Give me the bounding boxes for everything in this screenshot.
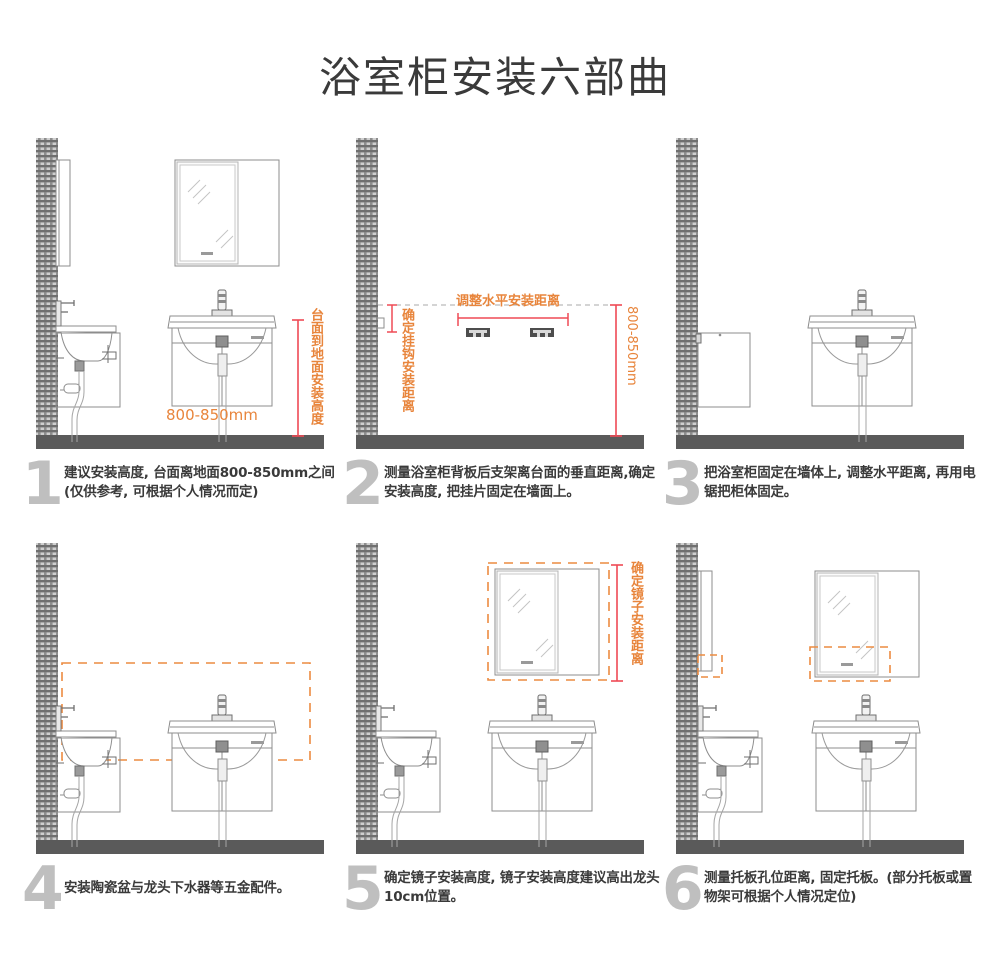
step-panel-4: 4 安装陶瓷盆与龙头下水器等五金配件。 xyxy=(20,535,340,935)
dimension-label-top: 调整水平安装距离 xyxy=(456,294,561,309)
highlight-box-mirror xyxy=(487,562,610,681)
dimension-label-vertical: 台面到地面安装高度 xyxy=(308,308,323,425)
step-panel-1: 台面到地面安装高度 800-850mm 1 建议安装高度, 台面离地面800-8… xyxy=(20,130,340,530)
wall xyxy=(356,543,378,843)
basin-cabinet-front-view xyxy=(167,289,277,442)
step-description: 测量托板孔位距离, 固定托板。(部分托板或置物架可根据个人情况定位) xyxy=(704,870,973,905)
dimension-label-right: 800-850mm xyxy=(624,306,639,386)
highlight-box-shelf-side xyxy=(697,654,723,678)
wall xyxy=(676,543,698,843)
step-number: 2 xyxy=(342,449,384,519)
wall-bracket xyxy=(378,317,385,329)
mirror-cabinet-side-view xyxy=(697,570,713,672)
basin-cabinet-side-view xyxy=(697,705,763,847)
hanger-plate-right xyxy=(530,328,554,337)
basin-cabinet-front-view xyxy=(487,694,597,847)
step-panel-2: 调整水平安装距离 确定挂钩安装距离 800-850mm 2 测量浴室柜背板后支架… xyxy=(340,130,660,530)
step-panel-5: 确定镜子安装距离 5 确定镜子安装高度, 镜子安装高度建议高出龙头10cm位置。 xyxy=(340,535,660,935)
basin-cabinet-front-view xyxy=(807,289,917,442)
floor xyxy=(36,840,324,854)
dimension-mirror xyxy=(611,564,623,682)
step-panel-3: 3 把浴室柜固定在墙体上, 调整水平距离, 再用电锯把柜体固定。 xyxy=(660,130,980,530)
step-description: 安装陶瓷盆与龙头下水器等五金配件。 xyxy=(64,880,291,896)
floor xyxy=(676,840,964,854)
diagram-step-6 xyxy=(660,535,980,860)
mirror-cabinet-side-view xyxy=(55,159,71,267)
caption-step-1: 1 建议安装高度, 台面离地面800-850mm之间 (仅供参考, 可根据个人情… xyxy=(20,454,340,526)
dimension-line-vertical xyxy=(292,319,304,437)
diagram-step-4 xyxy=(20,535,340,860)
hanger-plate-left xyxy=(466,328,490,337)
basin-cabinet-side-view xyxy=(375,705,441,847)
dimension-hook xyxy=(387,304,397,333)
highlight-box-shelf-front xyxy=(809,646,891,682)
caption-step-2: 2 测量浴室柜背板后支架离台面的垂直距离,确定安装高度, 把挂片固定在墙面上。 xyxy=(340,454,660,526)
step-description: 建议安装高度, 台面离地面800-850mm之间 (仅供参考, 可根据个人情况而… xyxy=(64,465,335,500)
wall xyxy=(356,138,378,438)
basin-cabinet-front-view xyxy=(167,694,277,847)
floor xyxy=(36,435,324,449)
dimension-label-horizontal: 800-850mm xyxy=(166,406,258,424)
mirror-cabinet-front-view xyxy=(174,159,280,267)
step-description: 测量浴室柜背板后支架离台面的垂直距离,确定安装高度, 把挂片固定在墙面上。 xyxy=(384,465,655,500)
step-description: 确定镜子安装高度, 镜子安装高度建议高出龙头10cm位置。 xyxy=(384,870,660,905)
diagram-step-5: 确定镜子安装距离 xyxy=(340,535,660,860)
mirror-cabinet-front-view xyxy=(494,568,600,676)
caption-step-5: 5 确定镜子安装高度, 镜子安装高度建议高出龙头10cm位置。 xyxy=(340,859,660,931)
floor xyxy=(676,435,964,449)
wall xyxy=(676,138,698,438)
step-description: 把浴室柜固定在墙体上, 调整水平距离, 再用电锯把柜体固定。 xyxy=(704,465,976,500)
wall xyxy=(36,543,58,843)
dimension-label-left: 确定挂钩安装距离 xyxy=(399,308,414,412)
step-number: 3 xyxy=(662,449,704,519)
page-title: 浴室柜安装六部曲 xyxy=(318,53,671,102)
step-number: 1 xyxy=(22,449,64,519)
floor xyxy=(356,435,644,449)
diagram-step-3 xyxy=(660,130,980,455)
mirror-cabinet-front-view xyxy=(814,570,920,678)
cabinet-body-side-view xyxy=(695,332,751,408)
step-number: 4 xyxy=(22,854,64,924)
basin-cabinet-side-view xyxy=(55,705,121,847)
step-number: 6 xyxy=(662,854,704,924)
basin-cabinet-side-view xyxy=(55,300,121,442)
steps-grid: 台面到地面安装高度 800-850mm 1 建议安装高度, 台面离地面800-8… xyxy=(0,130,990,950)
dimension-horizontal-span xyxy=(457,313,569,326)
wall xyxy=(36,138,58,438)
dimension-line-vertical xyxy=(610,304,622,437)
dimension-label-mirror: 确定镜子安装距离 xyxy=(628,561,643,665)
diagram-step-2: 调整水平安装距离 确定挂钩安装距离 800-850mm xyxy=(340,130,660,455)
diagram-step-1: 台面到地面安装高度 800-850mm xyxy=(20,130,340,455)
step-number: 5 xyxy=(342,854,384,924)
step-panel-6: 6 测量托板孔位距离, 固定托板。(部分托板或置物架可根据个人情况定位) xyxy=(660,535,980,935)
floor xyxy=(356,840,644,854)
caption-step-4: 4 安装陶瓷盆与龙头下水器等五金配件。 xyxy=(20,859,340,931)
caption-step-6: 6 测量托板孔位距离, 固定托板。(部分托板或置物架可根据个人情况定位) xyxy=(660,859,980,931)
caption-step-3: 3 把浴室柜固定在墙体上, 调整水平距离, 再用电锯把柜体固定。 xyxy=(660,454,980,526)
basin-cabinet-front-view xyxy=(811,694,921,847)
